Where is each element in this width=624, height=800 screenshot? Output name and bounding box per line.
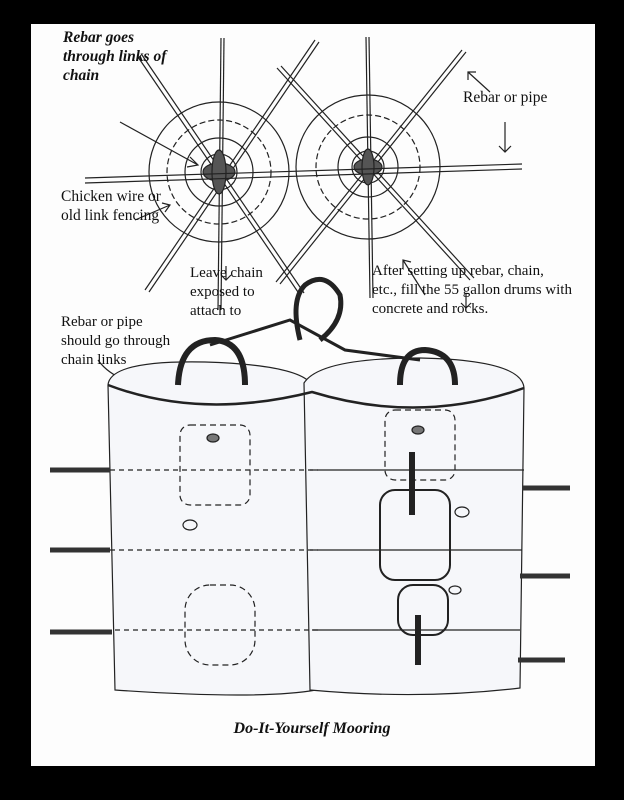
label-rebar-side: Rebar or pipe should go through chain li…: [61, 314, 171, 368]
side-view-drums: [107, 357, 525, 696]
caption: Do-It-Yourself Mooring: [233, 720, 391, 737]
label-after-setting: After setting up rebar, chain, etc., fil…: [372, 263, 572, 317]
label-chicken-wire: Chicken wire or old link fencing: [61, 188, 161, 224]
chain-sketch: [175, 276, 470, 666]
horizontal-rebar: [84, 163, 523, 179]
top-view-right-drum: [275, 36, 475, 299]
label-leave-chain: Leave chain exposed to attach to: [190, 265, 263, 319]
side-rebars: [50, 467, 570, 663]
label-rebar-through-links: Rebar goes through links of chain: [63, 29, 167, 84]
label-rebar-or-pipe-top: Rebar or pipe: [463, 89, 548, 106]
